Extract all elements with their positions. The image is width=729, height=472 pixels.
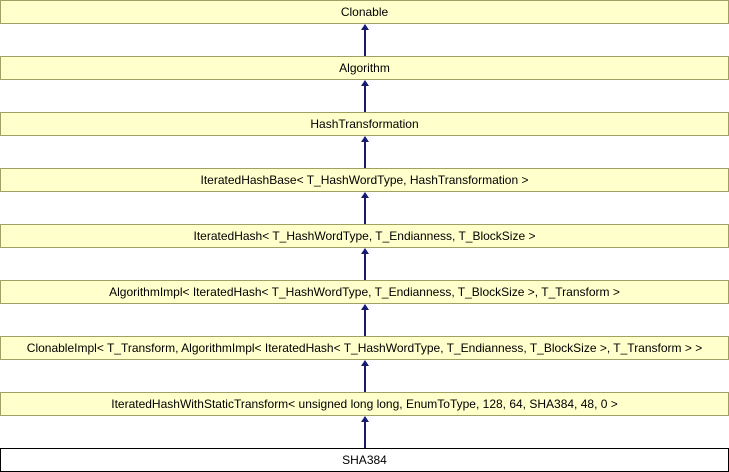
- arrow-up-icon: [360, 24, 369, 30]
- arrow-shaft: [363, 310, 366, 336]
- arrow-up-icon: [360, 136, 369, 142]
- inheritance-arrow: [0, 304, 729, 336]
- node-hashtransformation[interactable]: HashTransformation: [0, 112, 729, 136]
- node-clonableimpl[interactable]: ClonableImpl< T_Transform, AlgorithmImpl…: [0, 336, 729, 360]
- arrow-up-icon: [360, 80, 369, 86]
- arrow-shaft: [363, 30, 366, 56]
- inheritance-arrow: [0, 360, 729, 392]
- arrow-shaft: [363, 198, 366, 224]
- node-sha384: SHA384: [0, 448, 729, 472]
- arrow-shaft: [363, 366, 366, 392]
- arrow-shaft: [363, 422, 366, 448]
- node-iteratedhashbase[interactable]: IteratedHashBase< T_HashWordType, HashTr…: [0, 168, 729, 192]
- arrow-shaft: [363, 142, 366, 168]
- inheritance-arrow: [0, 136, 729, 168]
- node-iteratedhash[interactable]: IteratedHash< T_HashWordType, T_Endianne…: [0, 224, 729, 248]
- arrow-up-icon: [360, 192, 369, 198]
- inheritance-arrow: [0, 80, 729, 112]
- arrow-up-icon: [360, 416, 369, 422]
- arrow-up-icon: [360, 360, 369, 366]
- inheritance-arrow: [0, 192, 729, 224]
- node-clonable[interactable]: Clonable: [0, 0, 729, 24]
- arrow-shaft: [363, 86, 366, 112]
- inheritance-arrow: [0, 248, 729, 280]
- node-iteratedhashwithstatictransform[interactable]: IteratedHashWithStaticTransform< unsigne…: [0, 392, 729, 416]
- inheritance-arrow: [0, 24, 729, 56]
- arrow-shaft: [363, 254, 366, 280]
- inheritance-arrow: [0, 416, 729, 448]
- node-algorithm[interactable]: Algorithm: [0, 56, 729, 80]
- arrow-up-icon: [360, 248, 369, 254]
- arrow-up-icon: [360, 304, 369, 310]
- node-algorithmimpl[interactable]: AlgorithmImpl< IteratedHash< T_HashWordT…: [0, 280, 729, 304]
